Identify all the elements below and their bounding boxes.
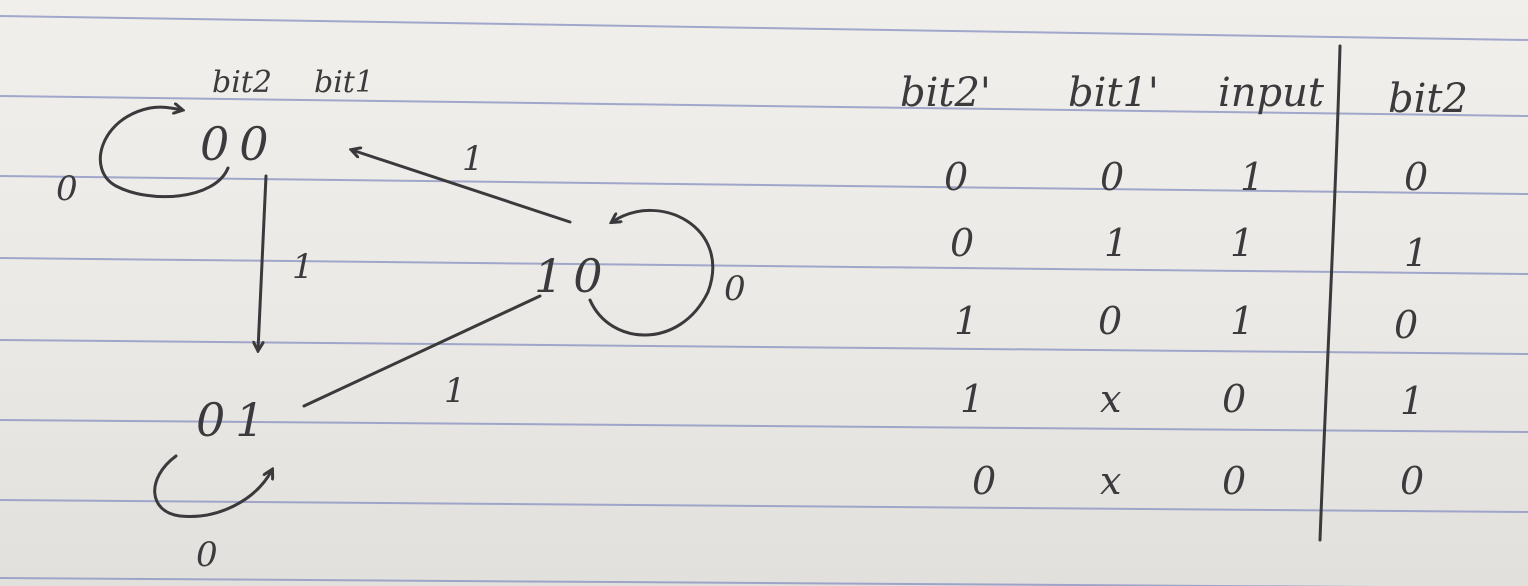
transition-label-01-10: 1: [444, 371, 466, 411]
cell-input: 1: [1240, 155, 1264, 199]
cell-input: 0: [1222, 377, 1246, 421]
cell-bit1-prime: 0: [1100, 155, 1124, 199]
transition-label-10-00: 1: [462, 139, 484, 179]
rule-line: [0, 257, 1528, 275]
self-loop-01-arrow: [153, 454, 272, 519]
rule-line: [0, 499, 1528, 513]
cell-bit2-prime: 1: [954, 299, 978, 343]
cell-input: 1: [1230, 221, 1254, 265]
cell-bit2: 0: [1400, 459, 1424, 503]
cell-bit2-prime: 0: [972, 459, 996, 503]
arrow-01-to-10: [302, 294, 542, 408]
rule-line: [0, 15, 1528, 41]
table-header-input: input: [1218, 70, 1325, 116]
truth-table: bit2' bit1' input bit2 0 0 1 0 0 1 1 1 1…: [900, 44, 1468, 542]
cell-bit1-prime: x: [1100, 377, 1121, 421]
cell-bit1-prime: 1: [1104, 221, 1128, 265]
transition-label-01-01: 0: [196, 535, 218, 575]
rule-line: [0, 95, 1528, 117]
arrow-00-to-01: [258, 174, 268, 350]
cell-bit2: 0: [1394, 303, 1418, 347]
table-header-bit2-prime: bit2': [900, 70, 991, 116]
table-row: 1 0 1 0: [954, 299, 1418, 347]
self-loop-10-arrow: [588, 208, 715, 337]
cell-bit2-prime: 0: [950, 221, 974, 265]
table-row: 0 x 0 0: [972, 459, 1424, 503]
table-header-bit2: bit2: [1388, 76, 1468, 122]
cell-bit2-prime: 1: [960, 377, 984, 421]
cell-input: 0: [1222, 459, 1246, 503]
bit1-label: bit1: [314, 65, 374, 100]
cell-bit2: 1: [1400, 379, 1424, 423]
cell-input: 1: [1230, 299, 1254, 343]
bit2-label: bit2: [212, 65, 272, 100]
table-header-bit1-prime: bit1': [1068, 70, 1159, 116]
cell-bit2: 1: [1404, 231, 1428, 275]
cell-bit2: 0: [1404, 155, 1428, 199]
table-row: 0 1 1 1: [950, 221, 1428, 275]
table-divider: [1318, 44, 1342, 542]
table-row: 0 0 1 0: [944, 155, 1428, 199]
table-row: 1 x 0 1: [960, 377, 1424, 423]
state-diagram: bit2 bit1 00 01 10 0 1 0 1 0 1: [56, 65, 746, 575]
cell-bit1-prime: x: [1100, 459, 1121, 503]
transition-label-00-01: 1: [292, 247, 314, 287]
cell-bit2-prime: 0: [944, 155, 968, 199]
state-00: 00: [200, 117, 279, 171]
transition-label-00-00: 0: [56, 169, 78, 209]
state-01: 01: [196, 393, 275, 447]
rule-line: [0, 175, 1528, 195]
transition-label-10-10: 0: [724, 269, 746, 309]
state-10: 10: [534, 249, 613, 303]
rule-line: [0, 577, 1376, 586]
self-loop-00-arrow: [98, 107, 230, 199]
arrow-10-to-00: [352, 150, 572, 224]
rule-line: [0, 339, 1528, 355]
rule-line: [0, 419, 1528, 433]
cell-bit1-prime: 0: [1098, 299, 1122, 343]
